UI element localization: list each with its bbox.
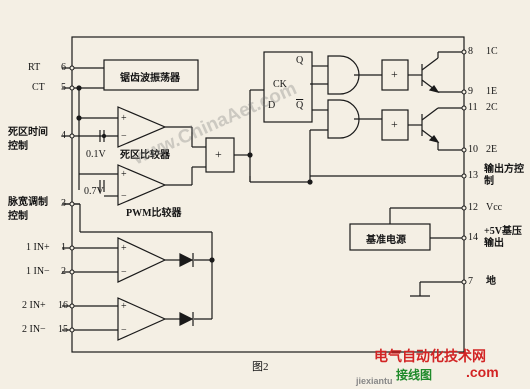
dead-time-comparator-label: 死区比较器 [120, 150, 170, 161]
flipflop-qbar-label: Q [296, 100, 304, 111]
pin-9-number: 9 [468, 86, 473, 97]
or-gate-lower-symbol: + [391, 117, 398, 131]
pin-6-number: 6 [61, 62, 66, 73]
pin-14-number: 14 [468, 232, 478, 243]
pin-10-label: 2E [486, 144, 498, 155]
pin-16-label: 2 IN+ [22, 300, 46, 311]
or-gate-symbol: + [215, 147, 222, 161]
pin-15-number: 15 [58, 324, 68, 335]
pwm-plus: + [121, 169, 127, 180]
pwm-comparator-symbol [117, 164, 167, 206]
pin-11-label: 2C [486, 102, 498, 113]
pin-12-label: Vcc [486, 202, 503, 213]
dt-plus: + [121, 113, 127, 124]
oscillator-box [103, 59, 199, 91]
pin-15-label: 2 IN− [22, 324, 46, 335]
pin-7-number: 7 [468, 276, 473, 287]
pin-10-number: 10 [468, 144, 478, 155]
pin-8-number: 8 [468, 46, 473, 57]
ea1-plus: + [121, 243, 127, 254]
error-amp-1-symbol [117, 237, 167, 283]
bottom-watermark-url: jiexiantu [356, 376, 393, 386]
ea2-minus: − [121, 325, 127, 336]
figure-caption: 图2 [252, 361, 269, 373]
flipflop-q-label: Q [296, 55, 304, 66]
pin-1-number: 1 [61, 242, 66, 253]
pin-14-label: +5V基压输出 [484, 226, 522, 249]
pin-9-label: 1E [486, 86, 498, 97]
flipflop-box [263, 51, 313, 123]
pin-11-number: 11 [468, 102, 478, 113]
pin-ct-label: CT [32, 82, 45, 93]
voltage-07: 0.7V [84, 186, 104, 197]
pwm-comparator-label: PWM比较器 [126, 208, 182, 219]
diode-2 [179, 312, 194, 326]
and-gate-lower [327, 99, 360, 139]
pin-13-label: 输出方控制 [484, 164, 524, 187]
bottom-watermark-cn: 电气自动化技术网 [374, 349, 486, 365]
pin-12-number: 12 [468, 202, 478, 213]
pin-3-label: 脉宽调制控制 [8, 197, 48, 222]
pin-1-label: 1 IN+ [26, 242, 50, 253]
pwm-minus: − [121, 191, 127, 202]
pin-rt-label: RT [28, 62, 41, 73]
ic-outline [71, 36, 465, 353]
or-gate-upper-symbol: + [391, 67, 398, 81]
pin-2-label: 1 IN− [26, 266, 50, 277]
pin-16-number: 16 [58, 300, 68, 311]
voltage-01: 0.1V [86, 149, 106, 160]
pin-3-number: 3 [61, 198, 66, 209]
pin-8-label: 1C [486, 46, 498, 57]
ea2-plus: + [121, 301, 127, 312]
dt-minus: − [121, 131, 127, 142]
pin-7-label: 地 [486, 276, 496, 287]
ea1-minus: − [121, 267, 127, 278]
dead-time-comparator-symbol [117, 106, 167, 148]
flipflop-ck-label: CK [273, 79, 287, 90]
bottom-watermark-jx: 接线图 [396, 368, 433, 382]
flipflop-d-label: D [268, 100, 276, 111]
error-amp-2-symbol [117, 297, 167, 341]
pin-4-number: 4 [61, 130, 66, 141]
pin-2-number: 2 [61, 266, 66, 277]
pin-13-number: 13 [468, 170, 478, 181]
pin-5-number: 5 [61, 82, 66, 93]
pin-4-label: 死区时间控制 [8, 127, 48, 152]
bottom-watermark-com: .com [466, 364, 499, 380]
reference-label: 基准电源 [366, 235, 406, 246]
and-gate-upper [327, 55, 360, 95]
diode-1 [179, 253, 194, 267]
oscillator-label: 锯齿波振荡器 [120, 73, 180, 84]
